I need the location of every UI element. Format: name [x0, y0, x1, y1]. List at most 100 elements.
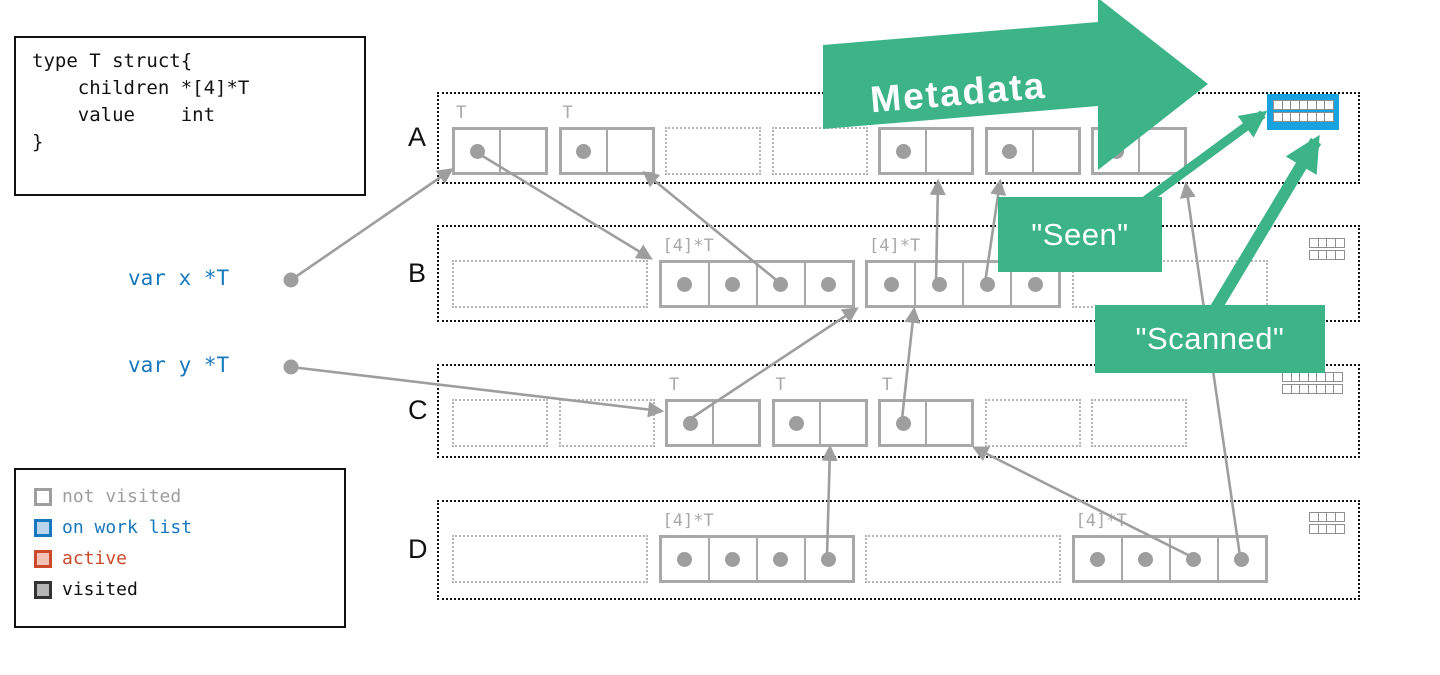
object-field-cell — [988, 130, 1032, 172]
free-slot — [558, 399, 655, 447]
object-field-cell — [775, 402, 819, 444]
heap-object: T — [771, 375, 868, 447]
pointer-dot — [895, 143, 911, 159]
metadata-grid-cell — [1334, 512, 1345, 522]
object-field-cell — [1094, 130, 1138, 172]
free-slot — [984, 399, 1081, 447]
object-field-cell — [662, 538, 708, 580]
object-type-label: T — [456, 103, 467, 123]
pointer-dot — [1090, 551, 1105, 567]
metadata-grid-cell — [1324, 100, 1334, 110]
object-field-cell — [925, 402, 971, 444]
heap-object: [4]*T — [1071, 511, 1268, 583]
heap-span-C: C T T T — [408, 364, 1360, 458]
legend-item: not visited — [34, 486, 344, 507]
object-field-cell — [707, 263, 756, 305]
object-field-cell — [1138, 130, 1184, 172]
pointer-dot — [682, 415, 698, 431]
object-type-label: [4]*T — [662, 236, 714, 256]
pointer-dot — [576, 143, 591, 159]
object-field-cell — [925, 130, 971, 172]
object-field-cell — [881, 402, 925, 444]
heap-object: [4]*T — [658, 511, 855, 583]
free-slot — [1091, 399, 1187, 447]
pointer-dot — [725, 551, 740, 567]
pointer-dot — [1002, 143, 1017, 159]
heap-object: [4]*T — [658, 236, 855, 308]
var-pointer-dot — [283, 359, 299, 375]
object-type-label: T — [562, 103, 573, 123]
free-slot — [665, 127, 761, 175]
seen-callout: "Seen" — [998, 197, 1162, 272]
object-field-cell — [755, 538, 804, 580]
pointer-dot — [677, 551, 692, 567]
metadata-grid-row — [1309, 238, 1345, 248]
legend-swatch — [34, 518, 52, 537]
pointer-dot — [677, 276, 692, 292]
var-x-label: var x *T — [128, 266, 230, 290]
legend-item: visited — [34, 579, 344, 600]
object-field-cell — [1031, 130, 1078, 172]
scanned-callout: "Scanned" — [1095, 305, 1325, 373]
object-field-cell — [707, 538, 756, 580]
row-content: [4]*T [4]*T — [452, 511, 1268, 583]
metadata-grid-cell — [1334, 250, 1345, 260]
metadata-grid-cell — [1324, 112, 1334, 122]
heap-object — [1091, 127, 1187, 175]
pointer-dot — [931, 276, 947, 292]
metadata-grid — [1309, 512, 1345, 536]
metadata-grid-row — [1282, 372, 1343, 382]
heap-object: T — [452, 103, 548, 175]
metadata-grid-row — [1282, 384, 1343, 394]
pointer-dot — [773, 551, 788, 567]
pointer-dot — [821, 551, 836, 567]
heap-object: T — [878, 375, 974, 447]
object-field-cell — [712, 402, 758, 444]
pointer-dot — [979, 276, 995, 292]
heap-object: T — [665, 375, 761, 447]
object-field-cell — [605, 130, 652, 172]
pointer-dot — [1108, 143, 1124, 159]
row-label-D: D — [408, 534, 428, 564]
object-field-cell — [562, 130, 606, 172]
object-type-label: T — [669, 375, 680, 395]
object-field-cell — [755, 263, 804, 305]
metadata-grid-row — [1309, 250, 1345, 260]
metadata-grid-row — [1273, 100, 1334, 110]
pointer-dot — [1234, 551, 1249, 567]
object-field-cell — [1010, 263, 1058, 305]
legend-swatch — [34, 580, 52, 599]
heap-span-D: D [4]*T [4]*T — [408, 500, 1360, 600]
object-field-cell — [1120, 538, 1169, 580]
free-slot — [452, 260, 648, 308]
object-field-cell — [914, 263, 962, 305]
pointer-dot — [895, 415, 911, 431]
object-field-cell — [668, 402, 712, 444]
object-type-label: T — [775, 375, 786, 395]
legend-item: on work list — [34, 517, 344, 538]
pointer-dot — [1186, 551, 1201, 567]
row-label-C: C — [408, 395, 428, 425]
heap-object: T — [558, 103, 655, 175]
object-field-cell — [455, 130, 499, 172]
pointer-dot — [773, 276, 788, 292]
pointer-dot — [1138, 551, 1153, 567]
object-field-cell — [868, 263, 914, 305]
free-slot — [865, 535, 1061, 583]
object-field-cell — [499, 130, 545, 172]
metadata-grid-cell — [1334, 524, 1345, 534]
object-field-cell — [803, 263, 852, 305]
metadata-grid — [1282, 372, 1343, 396]
object-type-label: [4]*T — [662, 511, 714, 531]
metadata-grid-cell — [1334, 238, 1345, 248]
pointer-dot — [789, 415, 804, 431]
legend-label: visited — [62, 579, 138, 600]
legend-label: on work list — [62, 517, 193, 538]
row-label-A: A — [408, 122, 427, 152]
heap-object — [878, 127, 974, 175]
object-type-label: T — [882, 375, 893, 395]
free-slot — [452, 399, 548, 447]
